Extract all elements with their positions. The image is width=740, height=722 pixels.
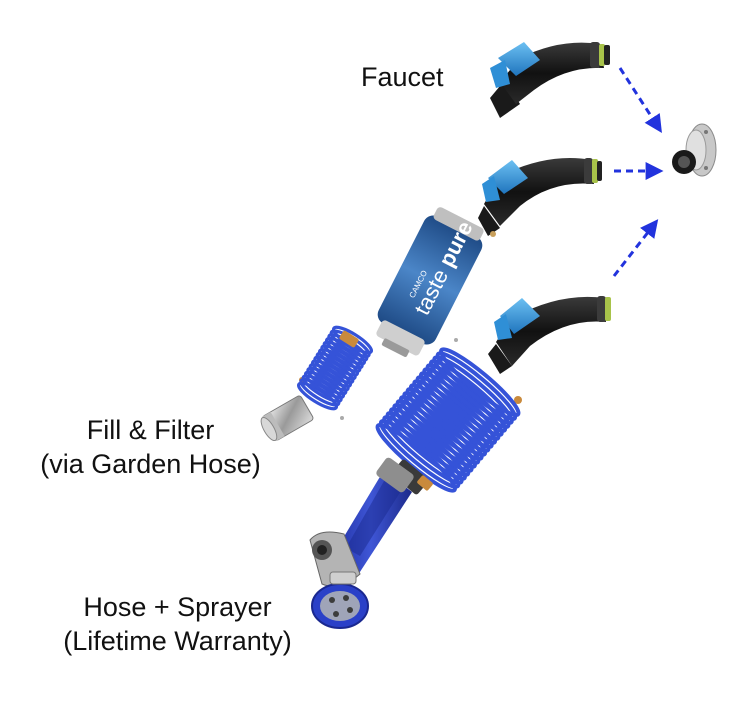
hose-coil-loop bbox=[412, 379, 494, 449]
hose-coil-loop bbox=[432, 355, 514, 425]
label-faucet-text: Faucet bbox=[361, 62, 444, 92]
hose-coil-loop bbox=[395, 399, 478, 469]
hose-coil-loop bbox=[331, 325, 374, 355]
steel-hose-connector bbox=[260, 395, 314, 442]
label-hose-sprayer-line-2: (Lifetime Warranty) bbox=[63, 626, 292, 656]
label-fill-filter: Fill & Filter (via Garden Hose) bbox=[18, 413, 283, 481]
hose-coil-loop bbox=[418, 371, 501, 441]
hose-sprayer bbox=[309, 457, 414, 629]
arrow-hose-to-inlet bbox=[612, 219, 659, 277]
hose-coil-loop bbox=[378, 418, 461, 489]
hose-coil-loop bbox=[385, 411, 468, 481]
label-fill-filter-line-2: (via Garden Hose) bbox=[40, 449, 261, 479]
rv-water-inlet bbox=[672, 123, 717, 177]
small-coil-hose bbox=[296, 325, 374, 411]
label-hose-sprayer-line-1: Hose + Sprayer bbox=[83, 592, 272, 622]
hose-coil-loop bbox=[405, 387, 488, 457]
arrow-faucet-to-inlet bbox=[618, 67, 662, 134]
label-fill-filter-line-1: Fill & Filter bbox=[86, 415, 215, 445]
flow-arrows bbox=[612, 67, 664, 277]
faucet-connector-bottom bbox=[488, 296, 611, 404]
label-hose-sprayer: Hose + Sprayer (Lifetime Warranty) bbox=[30, 590, 325, 658]
hose-coil-loop bbox=[392, 403, 474, 473]
filter-cartridge: CAMCO taste pure bbox=[376, 207, 484, 357]
hose-coil-loop bbox=[435, 351, 518, 422]
hose-coil-loop bbox=[415, 375, 498, 445]
hose-coil-loop bbox=[402, 391, 484, 461]
hose-coil-loop bbox=[398, 395, 481, 465]
hose-coil-loop bbox=[422, 367, 504, 437]
hose-coil-loop bbox=[382, 415, 464, 485]
hose-coil-loop bbox=[439, 347, 521, 418]
label-faucet: Faucet bbox=[361, 60, 444, 94]
hose-coil-loop bbox=[428, 359, 511, 429]
faucet-connector-top bbox=[490, 42, 610, 118]
faucet-connector-middle bbox=[478, 158, 602, 237]
